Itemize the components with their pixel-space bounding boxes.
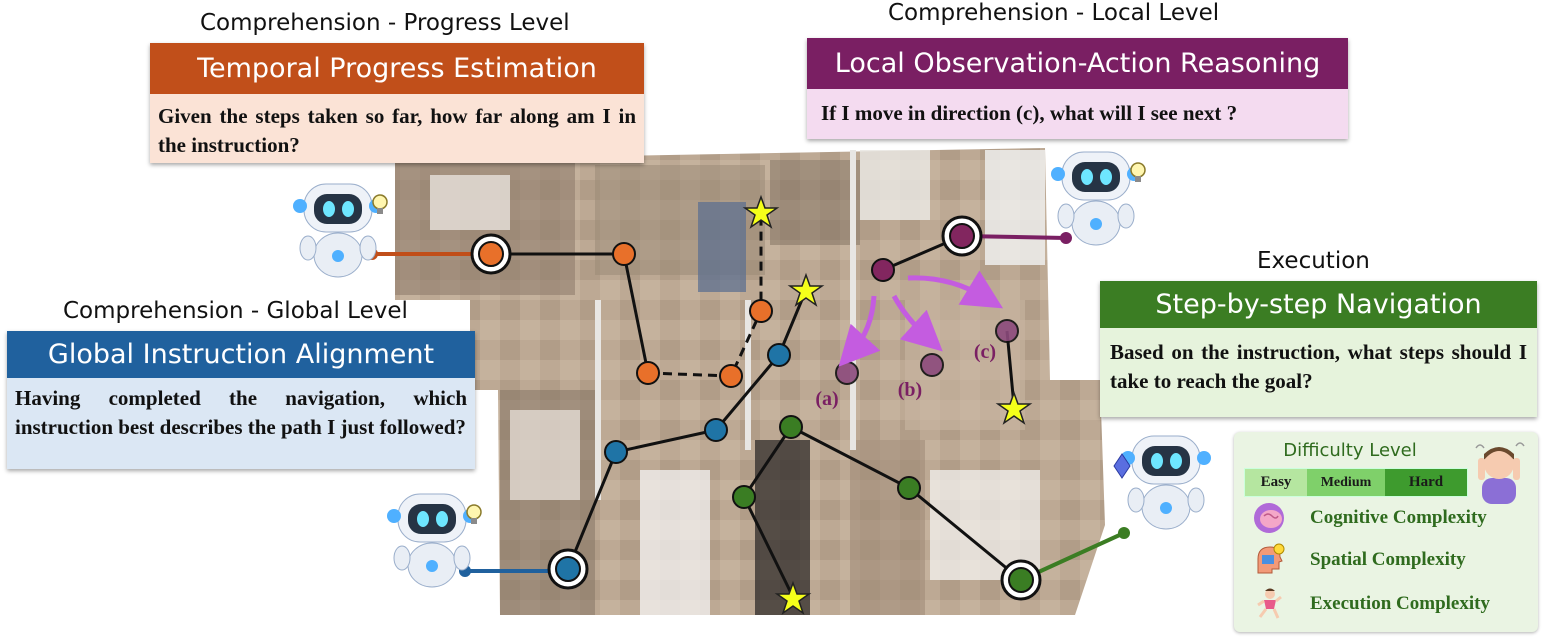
cognitive-complexity-label: Cognitive Complexity xyxy=(1310,507,1487,528)
green-node xyxy=(732,485,756,509)
brain-icon xyxy=(1252,501,1286,535)
blue-node xyxy=(704,418,728,442)
orange-node xyxy=(636,361,660,385)
star-icon xyxy=(742,194,780,229)
orange-node xyxy=(719,364,743,388)
blue-path xyxy=(459,289,808,590)
progress-panel: Temporal Progress Estimation Given the s… xyxy=(150,43,644,163)
global-question: Having completed the navigation, which i… xyxy=(7,378,475,469)
orange-node xyxy=(749,299,773,323)
execution-title: Step-by-step Navigation xyxy=(1100,281,1537,328)
direction-arrow-b xyxy=(891,294,943,352)
execution-heading: Execution xyxy=(1257,248,1370,274)
direction-label-b: (b) xyxy=(898,379,922,401)
execution-complexity-label: Execution Complexity xyxy=(1310,593,1490,614)
robot-icon xyxy=(1113,435,1211,530)
candidate-node-b xyxy=(920,353,944,377)
green-path xyxy=(732,415,1130,601)
execution-complexity-item: Execution Complexity xyxy=(1252,586,1490,622)
difficulty-easy: Easy xyxy=(1245,469,1307,496)
star-icon xyxy=(787,272,825,307)
star-icon xyxy=(774,580,812,615)
candidate-node-a xyxy=(835,361,859,385)
progress-title: Temporal Progress Estimation xyxy=(150,43,644,94)
global-heading: Comprehension - Global Level xyxy=(63,298,408,324)
difficulty-scale: Easy Medium Hard xyxy=(1244,468,1468,497)
green-node xyxy=(779,415,803,439)
blue-node xyxy=(767,343,791,367)
difficulty-title: Difficulty Level xyxy=(1283,440,1417,461)
head-lightbulb-icon xyxy=(1252,543,1286,577)
green-node xyxy=(897,476,921,500)
direction-label-c: (c) xyxy=(974,341,996,363)
local-question: If I move in direction (c), what will I … xyxy=(807,89,1348,139)
floor-plan xyxy=(395,148,1105,615)
local-title: Local Observation-Action Reasoning xyxy=(807,38,1348,89)
direction-arrow-c xyxy=(907,270,1004,309)
gem-icon xyxy=(1113,453,1131,479)
star-icon xyxy=(995,390,1033,425)
local-heading: Comprehension - Local Level xyxy=(888,0,1220,26)
lightbulb-icon xyxy=(1130,162,1146,182)
execution-question: Based on the instruction, what steps sho… xyxy=(1100,328,1537,417)
robot-icon xyxy=(293,183,388,278)
global-title: Global Instruction Alignment xyxy=(7,331,475,378)
purple-node xyxy=(871,258,895,282)
goal-stars xyxy=(742,194,1033,615)
running-person-icon xyxy=(1252,587,1286,621)
progress-heading: Comprehension - Progress Level xyxy=(200,10,570,36)
direction-arrow-a xyxy=(838,295,881,367)
candidate-node-c xyxy=(995,319,1019,343)
progress-question: Given the steps taken so far, how far al… xyxy=(150,94,644,163)
difficulty-hard: Hard xyxy=(1385,469,1467,496)
robot-icon xyxy=(387,493,482,588)
difficulty-panel: Difficulty Level Easy Medium Hard Cognit… xyxy=(1234,432,1538,632)
spatial-complexity-label: Spatial Complexity xyxy=(1310,549,1466,570)
blue-node xyxy=(604,440,628,464)
difficulty-medium: Medium xyxy=(1307,469,1385,496)
global-panel: Global Instruction Alignment Having comp… xyxy=(7,331,475,469)
direction-label-a: (a) xyxy=(815,388,838,410)
purple-path: (a) (b) (c) xyxy=(815,215,1072,410)
lightbulb-icon xyxy=(466,504,482,524)
spatial-complexity-item: Spatial Complexity xyxy=(1252,542,1466,578)
robot-icon xyxy=(1051,151,1146,246)
local-panel: Local Observation-Action Reasoning If I … xyxy=(807,38,1348,139)
orange-node xyxy=(612,242,636,266)
cognitive-complexity-item: Cognitive Complexity xyxy=(1252,500,1487,536)
execution-panel: Step-by-step Navigation Based on the ins… xyxy=(1100,281,1537,417)
lightbulb-icon xyxy=(372,194,388,214)
confused-person-icon xyxy=(1475,442,1525,504)
